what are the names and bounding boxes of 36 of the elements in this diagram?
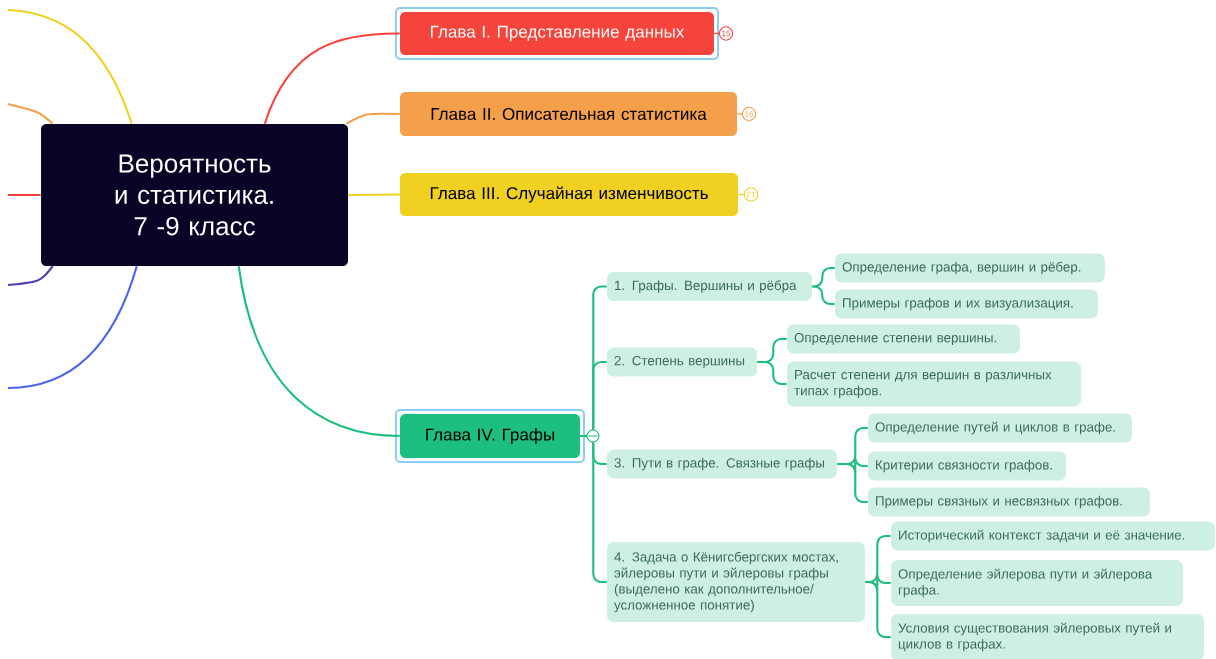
count-badge: 21 xyxy=(737,187,759,202)
branch-line xyxy=(7,265,54,287)
subtopic-box: Исторический контекст задачи и её значение. xyxy=(891,521,1215,551)
chapter-box: Глава II. Описательная статистика xyxy=(400,92,737,136)
subtopic-box: Определение степени вершины. xyxy=(787,324,1020,354)
subtopic-box: 3. Пути в графе. Связные графы xyxy=(607,449,837,479)
branch-line xyxy=(7,8,133,125)
subtopic-box: Определение графа, вершин и рёбер. xyxy=(835,253,1105,283)
branch-line xyxy=(7,102,54,125)
subtopic-box: Примеры графов и их визуализация. xyxy=(835,289,1098,319)
subtopic-box: Расчет степени для вершин в различных типах графов. xyxy=(787,361,1081,407)
subtopic-box: 1. Графы. Вершины и рёбра xyxy=(607,272,812,301)
chapter-box: Глава III. Случайная изменчивость xyxy=(400,173,738,216)
branch-line xyxy=(8,193,41,197)
subtopic-box: 2. Степень вершины xyxy=(607,347,757,377)
subtopic-box: Критерии связности графов. xyxy=(868,451,1066,481)
count-badge: 16 xyxy=(736,106,757,122)
subtopic-box: Условия существования эйлеровых путей и циклов в графах. xyxy=(891,614,1204,659)
subtopic-box: Определение путей и циклов в графе. xyxy=(868,413,1132,443)
branch-line xyxy=(812,285,835,306)
branch-line xyxy=(865,580,891,639)
branch-line xyxy=(812,266,835,288)
branch-line xyxy=(7,265,138,390)
branch-line xyxy=(345,112,400,125)
subtopic-box: Примеры связных и несвязных графов. xyxy=(868,487,1150,517)
chapter-box: Глава IV. Графы xyxy=(395,409,585,463)
subtopic-box: Определение эйлерова пути и эйлерова графа. xyxy=(891,560,1183,606)
branch-line xyxy=(263,32,400,125)
subtopic-box: 4. Задача о Кёнигсбергских мостах, эйлеровы пути и эйлеровы графы (выделено как дополнительное/ усложненное понятие) xyxy=(607,542,865,622)
branch-line xyxy=(837,462,868,504)
branch-line xyxy=(237,266,400,438)
chapter-box: Глава I. Представление данных xyxy=(395,7,719,60)
branch-line xyxy=(348,193,400,197)
topic-box: Вероятность и статистика. 7 -9 класс xyxy=(41,124,348,266)
count-badge: 15 xyxy=(713,26,734,41)
branch-line xyxy=(580,434,607,584)
